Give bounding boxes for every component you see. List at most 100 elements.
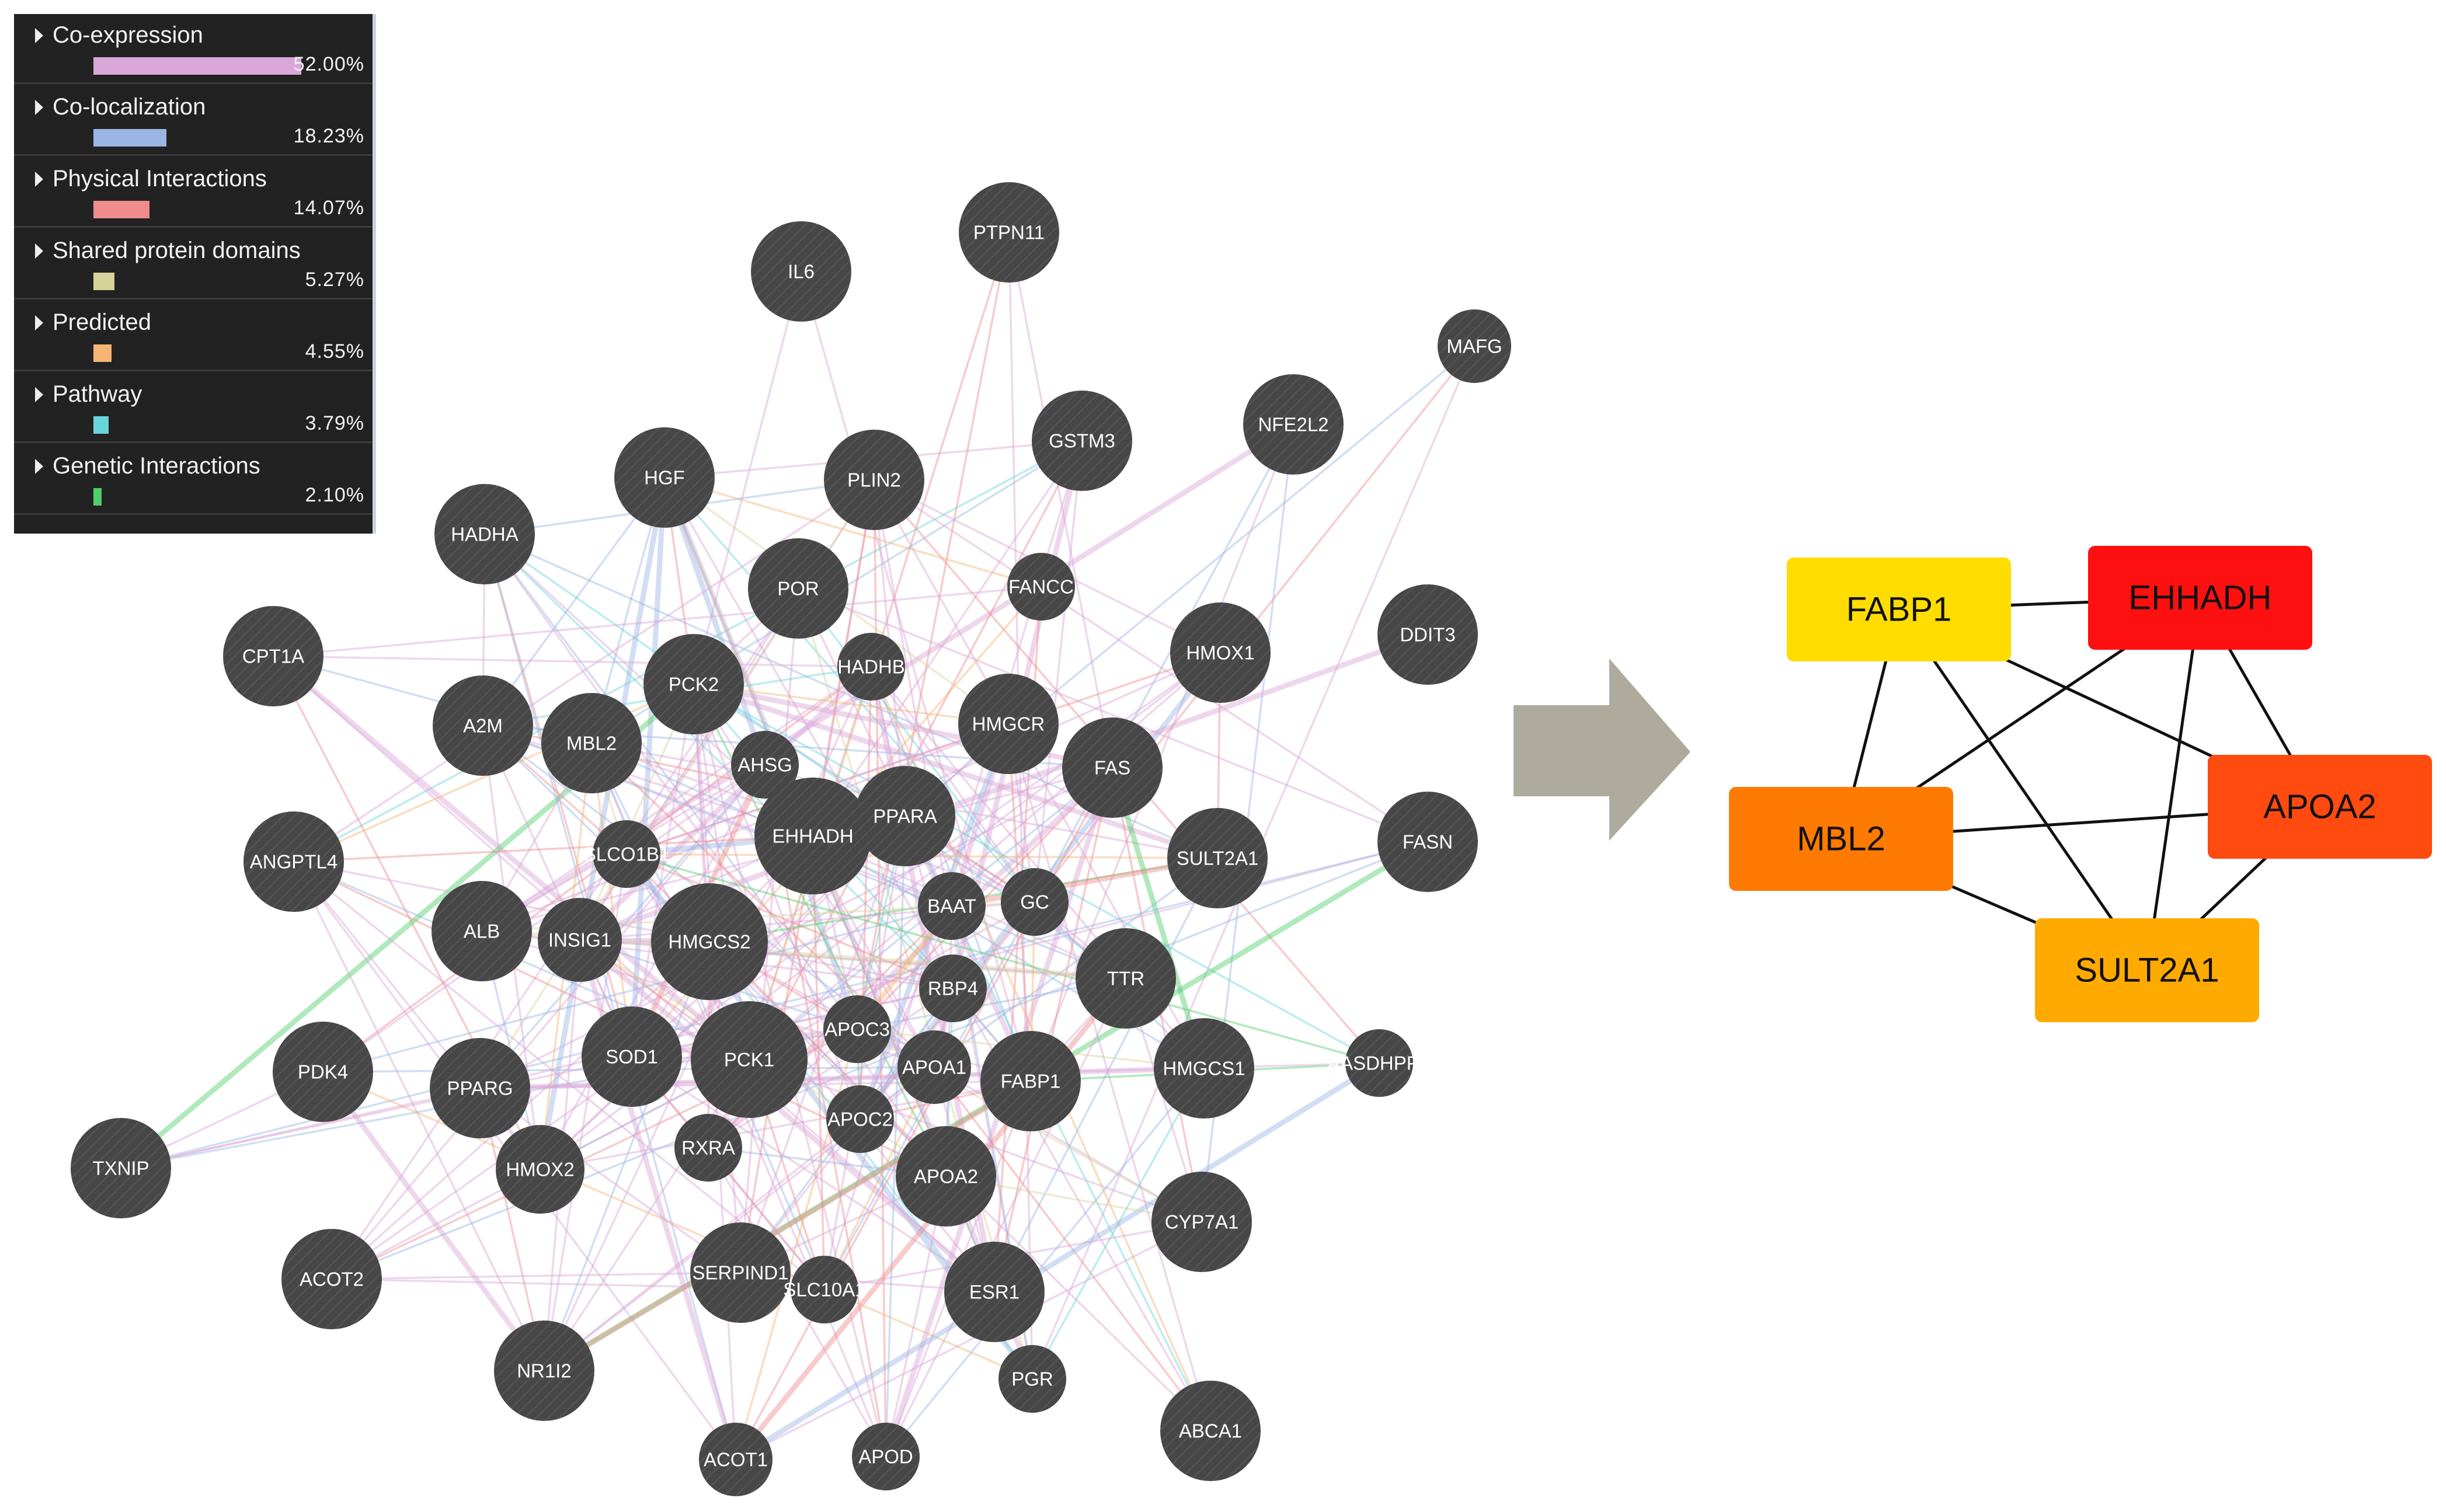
hub-node-ehhadh[interactable]: EHHADH xyxy=(2088,546,2312,650)
node-esr1[interactable]: ESR1 xyxy=(944,1242,1045,1342)
node-circle xyxy=(1377,792,1478,892)
legend-percent: 52.00% xyxy=(293,53,364,75)
node-rbp4[interactable]: RBP4 xyxy=(919,954,987,1022)
node-txnip[interactable]: TXNIP xyxy=(71,1118,171,1218)
legend-percent: 5.27% xyxy=(305,269,364,291)
node-acot2[interactable]: ACOT2 xyxy=(281,1229,382,1329)
expand-triangle-icon[interactable] xyxy=(35,172,43,187)
node-fas[interactable]: FAS xyxy=(1062,717,1163,818)
node-rxra[interactable]: RXRA xyxy=(674,1114,742,1182)
node-pck1[interactable]: PCK1 xyxy=(691,1001,808,1118)
node-mafg[interactable]: MAFG xyxy=(1438,309,1511,383)
hub-node-mbl2[interactable]: MBL2 xyxy=(1729,787,1953,891)
edge-ehhadh-slc10a1 xyxy=(812,835,826,1290)
node-hadhb[interactable]: HADHB xyxy=(837,633,905,701)
expand-triangle-icon[interactable] xyxy=(35,28,43,43)
node-apoc3[interactable]: APOC3 xyxy=(823,995,891,1063)
edge-gstm3-gc xyxy=(1034,440,1083,903)
node-mbl2[interactable]: MBL2 xyxy=(541,693,642,793)
node-ppara[interactable]: PPARA xyxy=(855,766,955,866)
hub-node-fabp1[interactable]: FABP1 xyxy=(1787,558,2011,661)
node-circle xyxy=(691,1001,808,1118)
node-hmgcr[interactable]: HMGCR xyxy=(958,674,1059,774)
node-por[interactable]: POR xyxy=(748,538,848,639)
node-label: NR1I2 xyxy=(517,1360,572,1382)
node-fabp1[interactable]: FABP1 xyxy=(980,1031,1081,1131)
node-apod[interactable]: APOD xyxy=(852,1423,920,1490)
node-ahsg[interactable]: AHSG xyxy=(731,731,799,799)
legend-percent: 2.10% xyxy=(305,484,364,506)
edge-pck2-sult2a1 xyxy=(693,681,1219,861)
node-acot1[interactable]: ACOT1 xyxy=(699,1423,773,1496)
edge-rbp4-txnip xyxy=(120,987,954,1169)
expand-triangle-icon[interactable] xyxy=(35,243,43,259)
edge-ppara-serpind1 xyxy=(739,816,906,1273)
node-gc[interactable]: GC xyxy=(1001,868,1069,936)
edge-hadha-rbp4 xyxy=(483,533,954,990)
node-cyp7a1[interactable]: CYP7A1 xyxy=(1151,1172,1252,1272)
node-alb[interactable]: ALB xyxy=(432,881,532,981)
node-circle xyxy=(593,820,660,888)
expand-triangle-icon[interactable] xyxy=(35,459,43,474)
node-angptl4[interactable]: ANGPTL4 xyxy=(243,811,344,912)
node-slco1b1[interactable]: SLCO1B1 xyxy=(583,820,670,888)
expand-triangle-icon[interactable] xyxy=(35,100,43,115)
node-hmox2[interactable]: HMOX2 xyxy=(496,1125,584,1214)
node-label: PLIN2 xyxy=(847,469,901,491)
expand-triangle-icon[interactable] xyxy=(35,315,43,330)
hub-node-box xyxy=(1729,787,1953,891)
node-pdk4[interactable]: PDK4 xyxy=(273,1022,373,1122)
node-ttr[interactable]: TTR xyxy=(1076,928,1176,1029)
node-baat[interactable]: BAAT xyxy=(918,872,986,940)
node-ehhadh[interactable]: EHHADH xyxy=(754,778,871,894)
node-label: PTPN11 xyxy=(973,222,1045,243)
node-a2m[interactable]: A2M xyxy=(433,675,533,776)
node-apoa1[interactable]: APOA1 xyxy=(897,1030,971,1104)
node-hgf[interactable]: HGF xyxy=(614,427,715,528)
node-il6[interactable]: IL6 xyxy=(751,221,851,322)
edge-hmox1-pck1 xyxy=(748,652,1222,1061)
node-fasn[interactable]: FASN xyxy=(1377,792,1478,892)
node-label: BAAT xyxy=(927,896,976,917)
node-hmox1[interactable]: HMOX1 xyxy=(1170,602,1271,703)
node-pparg[interactable]: PPARG xyxy=(430,1038,530,1138)
node-apoa2[interactable]: APOA2 xyxy=(896,1126,996,1227)
hub-node-apoa2[interactable]: APOA2 xyxy=(2208,755,2432,859)
hub-node-sult2a1[interactable]: SULT2A1 xyxy=(2035,918,2259,1022)
edge-hmgcs1-apod xyxy=(885,1067,1205,1458)
node-ddit3[interactable]: DDIT3 xyxy=(1377,584,1478,685)
node-sod1[interactable]: SOD1 xyxy=(582,1006,682,1107)
node-label: MAFG xyxy=(1446,336,1502,357)
node-pgr[interactable]: PGR xyxy=(998,1345,1066,1413)
node-gstm3[interactable]: GSTM3 xyxy=(1032,391,1132,491)
edge-insig1-esr1 xyxy=(578,938,996,1294)
edge-cyp7a1-acot1 xyxy=(735,1221,1202,1461)
node-hmgcs2[interactable]: HMGCS2 xyxy=(651,883,768,1000)
node-cpt1a[interactable]: CPT1A xyxy=(223,606,323,706)
node-nfe2l2[interactable]: NFE2L2 xyxy=(1243,374,1344,475)
node-fancc[interactable]: FANCC xyxy=(1007,553,1075,621)
legend-weight-bar xyxy=(93,488,102,506)
node-pck2[interactable]: PCK2 xyxy=(643,634,744,734)
node-serpind1[interactable]: SERPIND1 xyxy=(690,1222,791,1323)
edge-angptl4-nr1i2 xyxy=(293,861,545,1371)
expand-triangle-icon[interactable] xyxy=(35,387,43,402)
node-ptpn11[interactable]: PTPN11 xyxy=(959,182,1059,283)
node-slc10a1[interactable]: SLC10A1 xyxy=(783,1256,866,1323)
node-hadha[interactable]: HADHA xyxy=(434,484,535,584)
node-plin2[interactable]: PLIN2 xyxy=(824,430,924,530)
node-hmgcs1[interactable]: HMGCS1 xyxy=(1154,1018,1254,1119)
node-apoc2[interactable]: APOC2 xyxy=(826,1085,894,1153)
node-abca1[interactable]: ABCA1 xyxy=(1160,1381,1261,1481)
node-insig1[interactable]: INSIG1 xyxy=(538,898,622,982)
node-nr1i2[interactable]: NR1I2 xyxy=(494,1321,594,1421)
node-sult2a1[interactable]: SULT2A1 xyxy=(1167,808,1268,908)
node-aasdhppt[interactable]: AASDHPPT xyxy=(1327,1029,1431,1097)
